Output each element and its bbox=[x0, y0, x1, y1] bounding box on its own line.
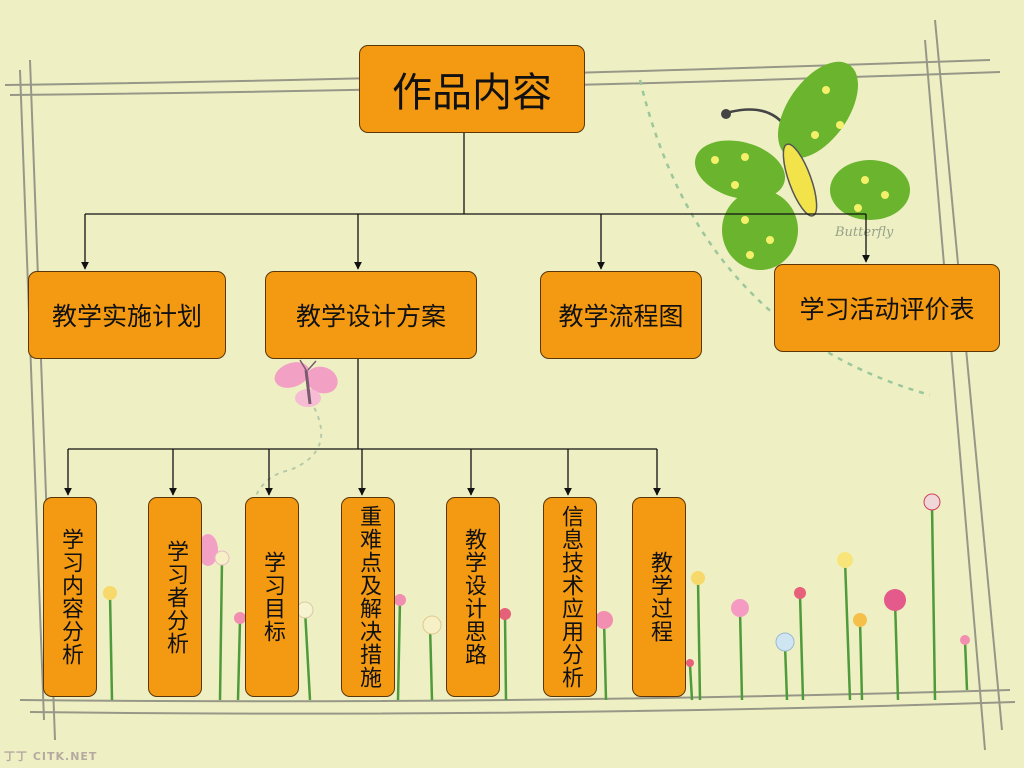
node-evaluation-table: 学习活动评价表 bbox=[774, 264, 1000, 352]
node-design-ideas: 教学设计思路 bbox=[446, 497, 500, 697]
node-learner-analysis: 学习者分析 bbox=[148, 497, 202, 697]
sketch-frame bbox=[4, 19, 1016, 751]
pink-butterfly-partial bbox=[198, 534, 218, 566]
pink-butterfly-illustration bbox=[274, 359, 338, 407]
node-design-scheme: 教学设计方案 bbox=[265, 271, 477, 359]
green-butterfly-illustration bbox=[694, 61, 910, 270]
butterfly-script-label: Butterfly bbox=[834, 225, 894, 240]
flower-border bbox=[103, 493, 970, 701]
node-teaching-process: 教学过程 bbox=[632, 497, 686, 697]
node-key-difficulties: 重难点及解决措施 bbox=[341, 497, 395, 697]
butterfly-flight-path bbox=[638, 79, 931, 397]
root-node: 作品内容 bbox=[359, 45, 585, 133]
node-it-application: 信息技术应用分析 bbox=[543, 497, 597, 697]
node-learning-objectives: 学习目标 bbox=[245, 497, 299, 697]
connector-lines bbox=[64, 133, 870, 496]
node-flow-chart: 教学流程图 bbox=[540, 271, 702, 359]
node-teaching-plan: 教学实施计划 bbox=[28, 271, 226, 359]
node-content-analysis: 学习内容分析 bbox=[43, 497, 97, 697]
watermark-logo: 丁丁 CITK.NET bbox=[4, 750, 98, 763]
